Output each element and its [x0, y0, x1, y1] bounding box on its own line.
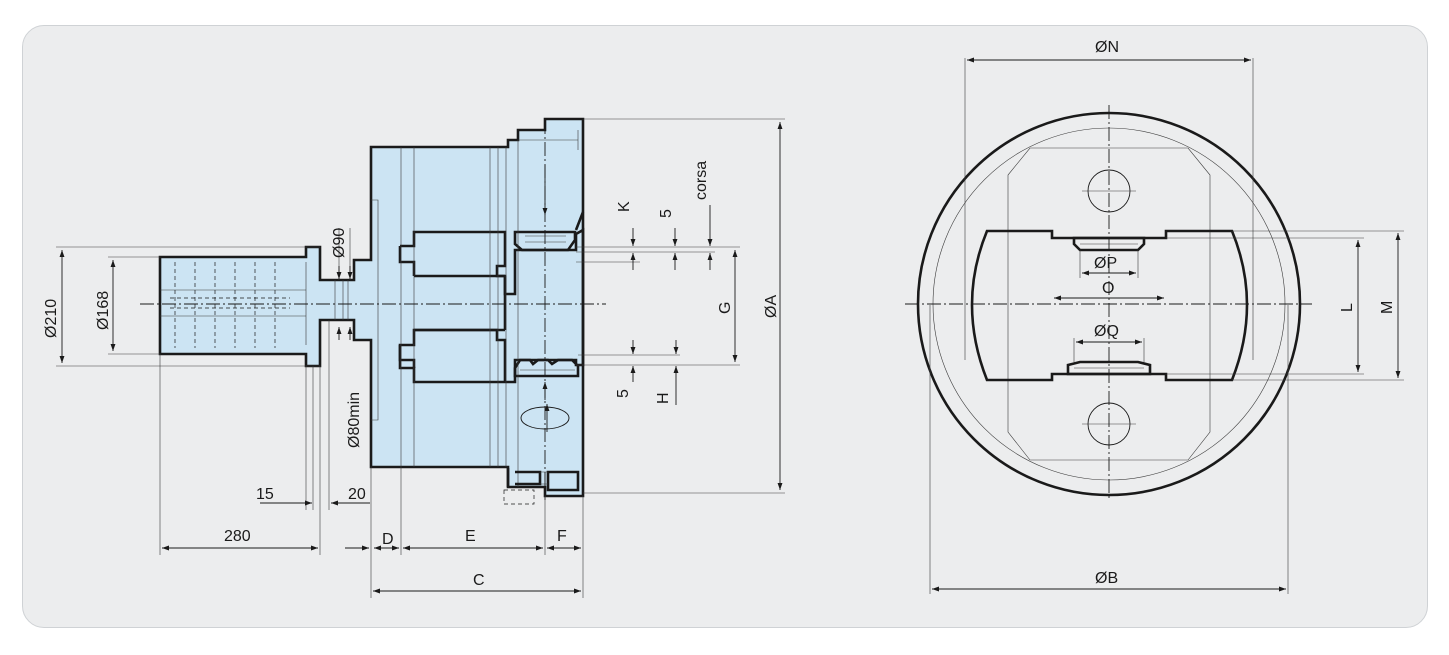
label-dim-5-top: 5: [658, 209, 675, 218]
label-dim-L: L: [1339, 303, 1356, 312]
label-dim-K: K: [616, 201, 633, 212]
label-dia-210: Ø210: [43, 299, 60, 338]
side-view-jaw-bottom: [513, 358, 580, 378]
label-dim-E: E: [465, 528, 476, 545]
label-dim-G: G: [717, 302, 734, 314]
label-dia-80min: Ø80min: [346, 392, 363, 448]
side-view: Ø210 Ø168 Ø90 Ø80min 15 20 280 D E F C K…: [43, 117, 785, 598]
front-view-plate: [1007, 147, 1211, 461]
label-dim-C: C: [473, 572, 485, 589]
label-dia-Q: ØQ: [1094, 323, 1119, 340]
side-view-jaw-top: [513, 230, 577, 252]
label-dim-M: M: [1379, 301, 1396, 314]
front-view-jaw-bottom: [1066, 360, 1152, 376]
label-dia-N: ØN: [1095, 39, 1119, 56]
label-dim-20: 20: [348, 486, 366, 503]
label-dim-A: ØA: [763, 295, 780, 318]
label-dia-P: ØP: [1094, 255, 1117, 272]
label-dim-15: 15: [256, 486, 274, 503]
label-dim-O: O: [1102, 280, 1114, 297]
label-dia-168: Ø168: [95, 291, 112, 330]
front-view-slot: [970, 229, 1249, 382]
label-dim-D: D: [382, 531, 394, 548]
label-dia-90: Ø90: [331, 228, 348, 258]
label-dim-280: 280: [224, 528, 251, 545]
label-dim-H: H: [655, 392, 672, 404]
label-dia-B: ØB: [1095, 570, 1118, 587]
front-view: ØN ØP O ØQ L M ØB: [905, 39, 1404, 594]
label-dim-5-bottom: 5: [615, 389, 632, 398]
label-corsa: corsa: [693, 161, 710, 200]
side-view-body: [158, 117, 585, 498]
label-dim-F: F: [557, 528, 567, 545]
